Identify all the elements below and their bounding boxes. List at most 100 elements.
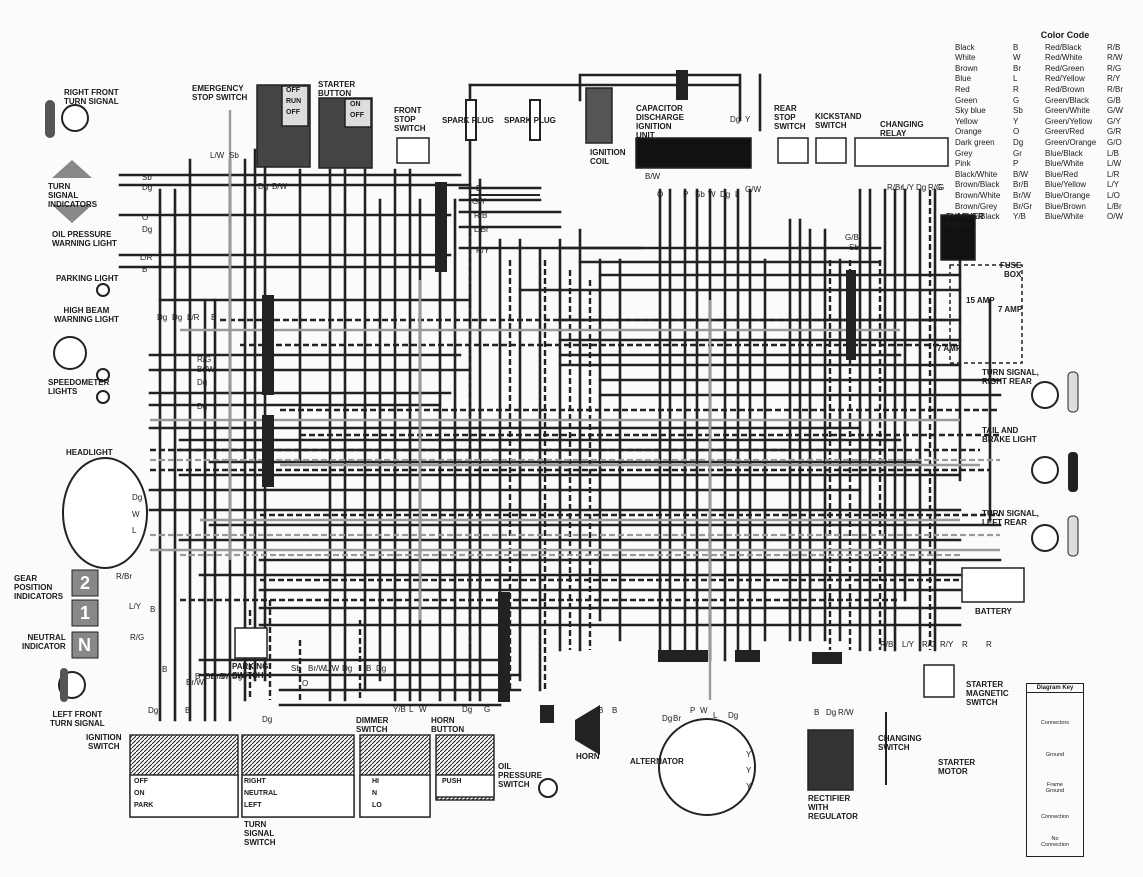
- color-name: Brown: [955, 63, 978, 73]
- wire-code-label: Sb: [695, 190, 705, 199]
- label-fuse-7b: 7 AMP: [937, 344, 962, 353]
- label-gear-position: GEAR POSITION INDICATORS: [14, 574, 64, 601]
- color-abbrev: Br: [1013, 63, 1021, 73]
- wire-code-label: B: [366, 664, 372, 673]
- label-starter-motor: STARTER MOTOR: [938, 758, 976, 776]
- horn-push: PUSH: [442, 778, 462, 785]
- color-name: Green/Red: [1045, 127, 1085, 137]
- label-left-front-turn: LEFT FRONT TURN SIGNAL: [50, 710, 105, 728]
- ignition-positions: OFF ON PARK: [134, 778, 153, 809]
- color-abbrev: G/B: [1107, 95, 1121, 105]
- label-horn-button: HORN BUTTON: [431, 716, 465, 734]
- gear-indicator-1: 1: [80, 603, 91, 623]
- wire-code-label: R/Y: [940, 640, 954, 649]
- wire-code-label: R/G: [922, 640, 937, 649]
- color-abbrev: O/W: [1107, 212, 1123, 222]
- label-kickstand: KICKSTAND SWITCH: [815, 112, 862, 130]
- emergency-positions: OFF RUN OFF: [286, 87, 301, 116]
- wire-code-label: W: [700, 706, 708, 715]
- dimmer-n: N: [372, 790, 378, 797]
- color-abbrev: R/Y: [1107, 74, 1121, 84]
- key-frame-ground: Frame Ground: [1045, 782, 1065, 794]
- wire-code-label: R: [962, 640, 968, 649]
- color-abbrev: Sb: [1013, 106, 1023, 116]
- diagram-key: Diagram Key Connectors Ground Frame Grou…: [1026, 683, 1084, 857]
- wire-code-label: Dg: [376, 664, 387, 673]
- color-abbrev: B: [1013, 42, 1019, 52]
- wire-code-label: G: [484, 705, 491, 714]
- label-parking-light: PARKING LIGHT: [56, 274, 119, 283]
- wire-code-label: Dg: [258, 182, 269, 191]
- label-flasher-relay: FLASHER RELAY: [946, 212, 984, 230]
- color-name: Green/Black: [1045, 95, 1090, 105]
- label-cdi-unit: CAPACITOR DISCHARGE IGNITION UNIT: [636, 104, 685, 140]
- color-name: Red/Green: [1045, 63, 1085, 73]
- label-right-front-turn: RIGHT FRONT TURN SIGNAL: [64, 88, 119, 106]
- wire-code-label: B: [185, 706, 191, 715]
- wire-code-label: Br/W: [197, 365, 215, 374]
- dimmer-lo: LO: [372, 802, 382, 809]
- key-connection: Connection: [1041, 814, 1069, 820]
- wire-code-label: Br: [205, 672, 213, 681]
- color-name: Red/Black: [1045, 42, 1082, 52]
- wire-code-label: O: [657, 190, 664, 199]
- label-oil-warning: OIL PRESSURE WARNING LIGHT: [52, 230, 117, 248]
- color-name: Black: [955, 42, 975, 52]
- wire-code-label: L/Y: [902, 183, 915, 192]
- wire-code-label: L: [713, 711, 718, 720]
- label-headlight: HEADLIGHT: [66, 448, 113, 457]
- label-fuse-7a: 7 AMP: [998, 305, 1023, 314]
- color-abbrev: G: [1013, 95, 1020, 105]
- label-neutral-indicator: NEUTRAL INDICATOR: [22, 633, 66, 651]
- label-emergency-stop: EMERGENCY STOP SWITCH: [192, 84, 248, 102]
- color-name: Green: [955, 95, 978, 105]
- key-connectors: Connectors: [1040, 720, 1070, 726]
- color-code-title: Color Code: [1040, 30, 1090, 40]
- wire-code-label: Dg: [730, 115, 741, 124]
- wire-code-label: B: [598, 706, 604, 715]
- color-name: Blue/Yellow: [1045, 180, 1087, 190]
- color-name: Grey: [955, 148, 973, 158]
- color-abbrev: W: [1013, 53, 1021, 63]
- turn-right: RIGHT: [244, 778, 266, 785]
- color-abbrev: Br/W: [1013, 190, 1031, 200]
- label-changing-switch: CHANGING SWITCH: [878, 734, 922, 752]
- color-abbrev: G/W: [1107, 106, 1123, 116]
- turn-neutral: NEUTRAL: [244, 790, 278, 797]
- wire-code-label: Y: [746, 766, 752, 775]
- turn-positions: RIGHT NEUTRAL LEFT: [244, 778, 277, 809]
- wire-code-label: R/G: [197, 355, 212, 364]
- wire-code-label: G/W: [745, 185, 761, 194]
- wire-code-label: L: [132, 526, 137, 535]
- wire-code-label: L/Br: [474, 225, 489, 234]
- emergency-off-2: OFF: [286, 109, 300, 116]
- wire-code-label: R/Br: [880, 640, 896, 649]
- wire-code-label: R: [986, 640, 992, 649]
- color-abbrev: R/B: [1107, 42, 1121, 52]
- wire-code-label: Sb: [142, 173, 152, 182]
- wire-code-label: R/Br: [887, 183, 903, 192]
- color-name: Blue/Brown: [1045, 201, 1086, 211]
- color-name: Black/White: [955, 169, 998, 179]
- wire-code-label: Br/W: [211, 672, 229, 681]
- color-name: White: [955, 53, 976, 63]
- wire-code-label: B: [195, 672, 201, 681]
- color-name: Red/Brown: [1045, 84, 1085, 94]
- wire-code-label: L/W: [325, 664, 340, 673]
- color-name: Red/Yellow: [1045, 74, 1085, 84]
- wire-code-label: B: [142, 265, 148, 274]
- color-name: Yellow: [955, 116, 978, 126]
- color-name: Brown/White: [955, 190, 1001, 200]
- label-turn-indicators: TURN SIGNAL INDICATORS: [48, 182, 98, 209]
